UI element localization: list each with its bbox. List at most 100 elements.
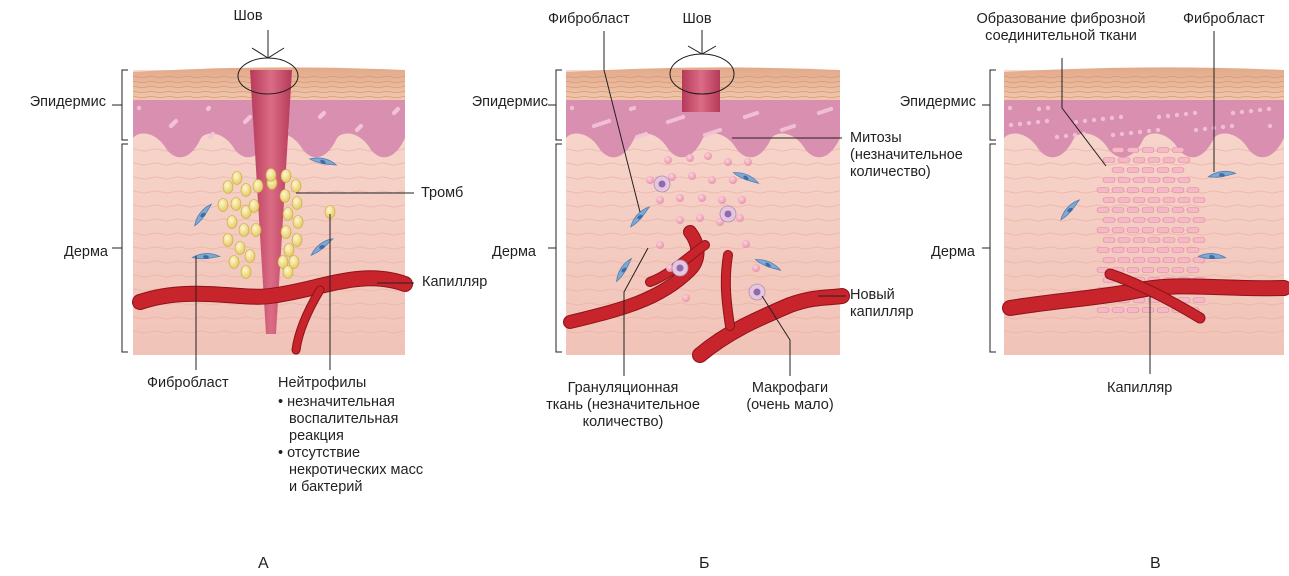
panel-a-neutrophil-12 (241, 266, 251, 279)
panel-b-granulation-cell-3 (724, 158, 732, 166)
panel-a-neutrophil-2 (241, 184, 251, 197)
panel-a-neutrophil-21 (293, 216, 303, 229)
panel-c-collagen-107 (1112, 308, 1124, 313)
panel-c-collagen-16 (1103, 178, 1115, 183)
panel-c-collagen-109 (1142, 308, 1154, 313)
panel-c-collagen-57 (1103, 238, 1115, 243)
panel-b-granulation-cell-19 (656, 241, 664, 249)
panel-b-granulation-label: Грануляционная ткань (незначительное кол… (518, 380, 728, 431)
panel-a-neutrophil-6 (227, 216, 237, 229)
panel-a-suture-knot (252, 30, 284, 58)
panel-c-collagen-56 (1187, 228, 1199, 233)
panel-b-macrophages-label: Макрофаги (очень мало) (730, 380, 850, 414)
panel-c-collagen-83 (1172, 268, 1184, 273)
panel-a-neutrophil-14 (249, 200, 259, 213)
panel-b-wound (682, 70, 720, 112)
panel-c-collagen-39 (1142, 208, 1154, 213)
panel-c-letter: В (1150, 555, 1161, 573)
panel-c-dermis-label: Дерма (860, 244, 975, 261)
panel-c-collagen-22 (1097, 188, 1109, 193)
panel-c-collagen-11 (1112, 168, 1124, 173)
panel-b-macrophage-nucleus-3 (754, 289, 761, 296)
panel-c-collagen-14 (1157, 168, 1169, 173)
panel-c-collagen-35 (1193, 198, 1205, 203)
panel-b-macrophage-nucleus-0 (659, 181, 666, 188)
panel-c-collagen-20 (1163, 178, 1175, 183)
panel-a-neutrophils-label: Нейтрофилы (278, 375, 366, 392)
panel-b-epidermis-label: Эпидермис (436, 94, 548, 111)
panel-a-neutrophil-8 (223, 234, 233, 247)
panel-a-neutrophil-27 (283, 266, 293, 279)
panel-c-collagen-12 (1127, 168, 1139, 173)
panel-c-collagen-105 (1193, 298, 1205, 303)
panel-c-collagen-28 (1187, 188, 1199, 193)
panel-c-capillary-label: Капилляр (1107, 380, 1172, 397)
panel-c-collagen-46 (1148, 218, 1160, 223)
panel-c-epidermis-bracket (982, 70, 996, 140)
panel-c-collagen-6 (1118, 158, 1130, 163)
panel-b-granulation-cell-23 (752, 264, 760, 272)
panel-c-collagen-53 (1142, 228, 1154, 233)
panel-c-collagen-77 (1193, 258, 1205, 263)
panel-b-granulation-cell-1 (686, 154, 694, 162)
panel-c-collagen-0 (1112, 148, 1124, 153)
panel-b-granulation-cell-4 (744, 158, 752, 166)
panel-a-dermis-bracket (112, 144, 128, 352)
panel-a-fibroblast-label: Фибробласт (147, 375, 229, 392)
panel-b-granulation-cell-13 (718, 196, 726, 204)
panel-b-dermis-label: Дерма (436, 244, 536, 261)
panel-c-collagen-5 (1103, 158, 1115, 163)
panel-a-neutrophil-0 (223, 181, 233, 194)
panel-b-granulation-cell-14 (738, 196, 746, 204)
panel-c-collagen-15 (1172, 168, 1184, 173)
panel-c-collagen-50 (1097, 228, 1109, 233)
panel-a-neutrophil-23 (292, 234, 302, 247)
panel-c-collagen-61 (1163, 238, 1175, 243)
panel-c-collagen-3 (1157, 148, 1169, 153)
panel-b-new-capillary-label: Новый капилляр (850, 287, 914, 321)
panel-b-mitoses-label: Митозы (незначительное количество) (850, 130, 963, 181)
panel-b-granulation-cell-16 (696, 214, 704, 222)
panel-a-note-2: • отсутствие некротических масс и бактер… (278, 445, 478, 496)
panel-b-granulation-cell-10 (656, 196, 664, 204)
panel-a-neutrophil-7 (239, 224, 249, 237)
panel-c-collagen-38 (1127, 208, 1139, 213)
panel-b-suture-knot (688, 30, 716, 54)
panel-c-collagen-71 (1103, 258, 1115, 263)
panel-c-collagen-75 (1163, 258, 1175, 263)
panel-c-fibrous-label: Образование фиброзной соединительной тка… (946, 11, 1176, 45)
panel-c-collagen-21 (1178, 178, 1190, 183)
panel-c-collagen-52 (1127, 228, 1139, 233)
panel-c-collagen-45 (1133, 218, 1145, 223)
panel-c-collagen-60 (1148, 238, 1160, 243)
panel-c-collagen-4 (1172, 148, 1184, 153)
panel-c-collagen-29 (1103, 198, 1115, 203)
panel-a-neutrophil-16 (281, 170, 291, 183)
panel-c-collagen-64 (1097, 248, 1109, 253)
panel-b-dermis-bracket (548, 144, 562, 352)
panel-c-collagen-13 (1142, 168, 1154, 173)
panel-a-neutrophil-1 (232, 172, 242, 185)
panel-b-epidermis-bracket (548, 70, 562, 140)
panel-c-collagen-2 (1142, 148, 1154, 153)
panel-c-collagen-32 (1148, 198, 1160, 203)
panel-c-collagen-49 (1193, 218, 1205, 223)
panel-c-collagen-41 (1172, 208, 1184, 213)
panel-c-collagen-84 (1187, 268, 1199, 273)
panel-c-collagen-19 (1148, 178, 1160, 183)
panel-c-collagen-30 (1118, 198, 1130, 203)
panel-c-dermis-bracket (982, 144, 996, 352)
panel-c-collagen-68 (1157, 248, 1169, 253)
panel-c-collagen-25 (1142, 188, 1154, 193)
panel-a-thrombus-label: Тромб (421, 185, 463, 202)
panel-a-capillary-label: Капилляр (422, 274, 487, 291)
panel-a-neutrophil-20 (283, 208, 293, 221)
panel-a-neutrophil-22 (281, 226, 291, 239)
panel-a-neutrophil-4 (231, 198, 241, 211)
panel-a-dermis-label: Дерма (0, 244, 108, 261)
panel-c-collagen-42 (1187, 208, 1199, 213)
panel-b-granulation-cell-9 (729, 176, 737, 184)
panel-c-collagen-43 (1103, 218, 1115, 223)
panel-a-epidermis-bracket (112, 70, 128, 140)
panel-c-collagen-36 (1097, 208, 1109, 213)
